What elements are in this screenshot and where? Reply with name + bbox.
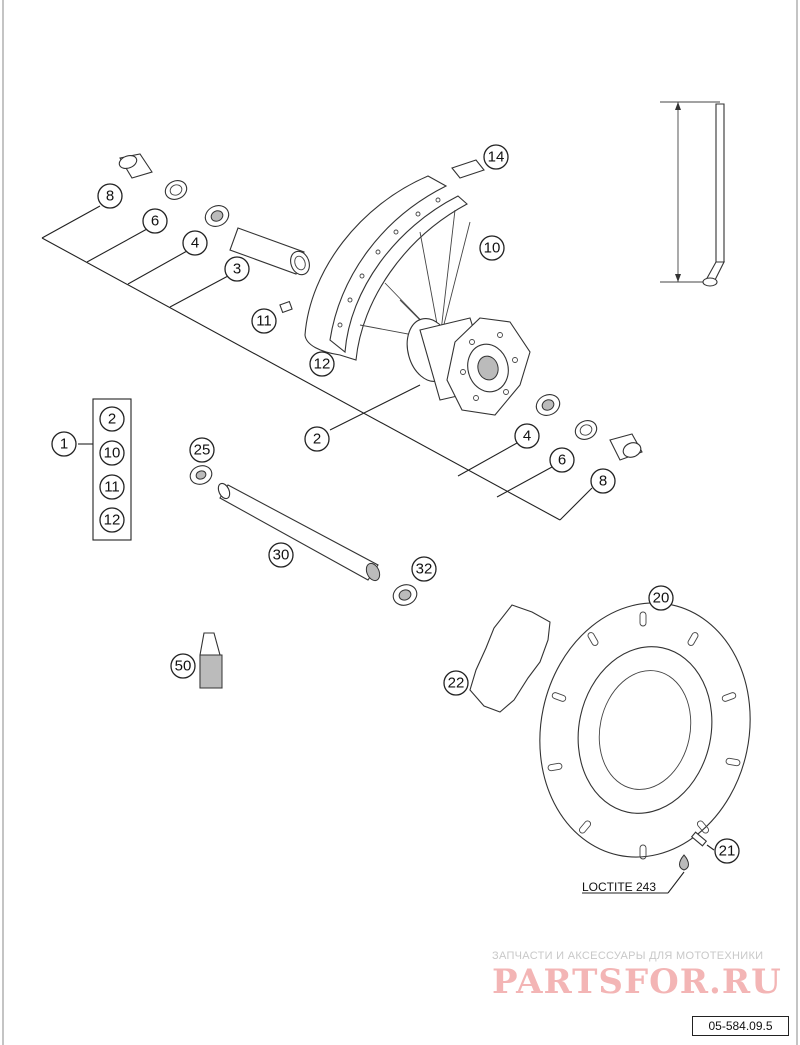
callout-11: 11 — [251, 308, 277, 334]
callout-4: 4 — [514, 423, 540, 449]
callout-number: 2 — [108, 411, 116, 428]
callout-10: 10 — [479, 235, 505, 261]
axle-nut — [392, 584, 418, 606]
callout-number: 2 — [313, 431, 321, 448]
bearing-top — [204, 205, 230, 227]
callout-number: 21 — [719, 843, 736, 860]
callout-number: 6 — [151, 213, 159, 230]
wheel-rim — [304, 175, 468, 361]
callout-32: 32 — [411, 556, 437, 582]
callout-2: 2 — [304, 426, 330, 452]
brake-disc-gasket — [469, 604, 551, 713]
callout-2: 2 — [99, 406, 125, 432]
callout-number: 30 — [273, 547, 290, 564]
callout-6: 6 — [142, 208, 168, 234]
wheel-hub — [406, 317, 531, 416]
shaft-seal-top — [164, 180, 188, 200]
label-plate-14 — [451, 159, 485, 179]
callout-number: 12 — [314, 356, 331, 373]
callout-1: 1 — [51, 431, 77, 457]
spacer-tube — [229, 227, 310, 276]
callout-10: 10 — [99, 440, 125, 466]
callout-number: 6 — [558, 452, 566, 469]
callout-3: 3 — [224, 256, 250, 282]
spacer-sleeve-top — [118, 153, 153, 179]
bearing-bottom — [535, 394, 561, 416]
callout-number: 11 — [256, 313, 272, 330]
callout-number: 50 — [175, 658, 192, 675]
shaft-seal-bottom — [574, 420, 598, 440]
disc-bolt — [690, 831, 715, 851]
wheel-axle — [217, 482, 381, 582]
callout-14: 14 — [483, 144, 509, 170]
callout-number: 20 — [653, 590, 670, 607]
callout-25: 25 — [189, 437, 215, 463]
callout-30: 30 — [268, 542, 294, 568]
spacer-sleeve-bottom — [609, 433, 643, 461]
spoke-length-gauge — [660, 101, 725, 287]
brake-disc — [539, 602, 751, 860]
callout-12: 12 — [309, 351, 335, 377]
callout-4: 4 — [182, 230, 208, 256]
callout-number: 25 — [194, 442, 211, 459]
callout-number: 11 — [104, 479, 120, 496]
callout-number: 32 — [416, 561, 433, 578]
callout-number: 3 — [233, 261, 241, 278]
callout-number: 12 — [104, 512, 121, 529]
upper-leader-lines — [41, 205, 593, 521]
callout-21: 21 — [714, 838, 740, 864]
callout-8: 8 — [97, 183, 123, 209]
callout-50: 50 — [170, 653, 196, 679]
callout-20: 20 — [648, 585, 674, 611]
callout-number: 22 — [448, 675, 465, 692]
callout-number: 10 — [104, 445, 121, 462]
callout-22: 22 — [443, 670, 469, 696]
callout-6: 6 — [549, 447, 575, 473]
callout-number: 8 — [599, 473, 607, 490]
loctite-drop-icon — [582, 854, 689, 894]
spoke-nipple — [279, 300, 293, 314]
grease-tube — [199, 632, 223, 689]
loctite-label: LOCTITE 243 — [582, 880, 657, 894]
callout-12: 12 — [99, 507, 125, 533]
callout-number: 10 — [484, 240, 501, 257]
callout-number: 14 — [488, 149, 505, 166]
diagram-code: 05-584.09.5 — [692, 1016, 789, 1036]
callout-number: 8 — [106, 188, 114, 205]
callout-8: 8 — [590, 468, 616, 494]
axle-seal-25 — [189, 465, 213, 485]
callout-number: 4 — [191, 235, 199, 252]
callout-number: 4 — [523, 428, 531, 445]
callout-11: 11 — [99, 474, 125, 500]
watermark-logo: PARTSFOR.RU — [492, 962, 782, 1002]
callout-number: 1 — [60, 436, 68, 453]
watermark-subtitle: ЗАПЧАСТИ И АКСЕССУАРЫ ДЛЯ МОТОТЕХНИКИ — [492, 950, 764, 962]
